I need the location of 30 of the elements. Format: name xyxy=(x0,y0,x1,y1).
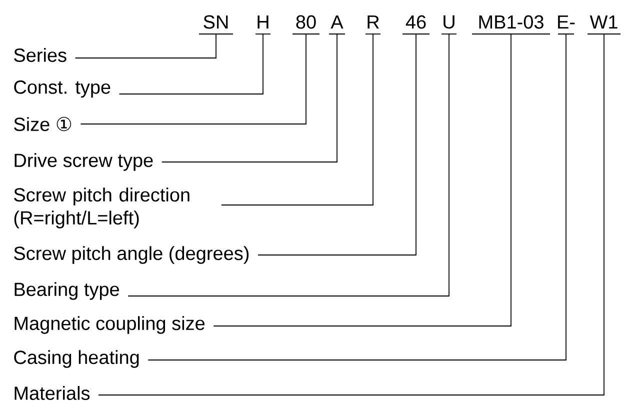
code-segment: R xyxy=(365,15,381,34)
description-label: Materials xyxy=(14,386,90,400)
code-segment: MB1-03 xyxy=(472,15,550,34)
description-label: Magnetic coupling size xyxy=(14,316,205,334)
code-segment: E- xyxy=(558,15,575,34)
leader-line xyxy=(161,34,338,162)
leader-line xyxy=(220,34,374,206)
leader-line xyxy=(98,34,604,396)
description-label: Series xyxy=(14,48,66,62)
code-segment: SN xyxy=(198,15,234,34)
leader-line xyxy=(258,34,416,256)
leader-line xyxy=(80,34,306,124)
leader-line xyxy=(213,34,512,326)
code-segment: 80 xyxy=(292,15,320,34)
code-segment: H xyxy=(255,15,271,34)
description-label: Screw pitch direction (R=right/L=left) xyxy=(14,188,190,228)
leader-line xyxy=(118,34,264,94)
description-label: Casing heating xyxy=(14,350,139,368)
description-label: Bearing type xyxy=(14,282,119,300)
code-segment: 46 xyxy=(402,15,430,34)
code-segment: A xyxy=(328,15,346,34)
code-segment: W1 xyxy=(587,15,621,34)
description-label: Size ① xyxy=(14,116,72,132)
description-label: Const. type xyxy=(14,80,110,98)
leader-line xyxy=(74,34,216,58)
description-label: Drive screw type xyxy=(14,153,153,171)
leader-line xyxy=(148,34,566,360)
description-label: Screw pitch angle (degrees) xyxy=(14,246,249,264)
code-segment: U xyxy=(441,15,457,34)
leader-line xyxy=(128,34,450,296)
